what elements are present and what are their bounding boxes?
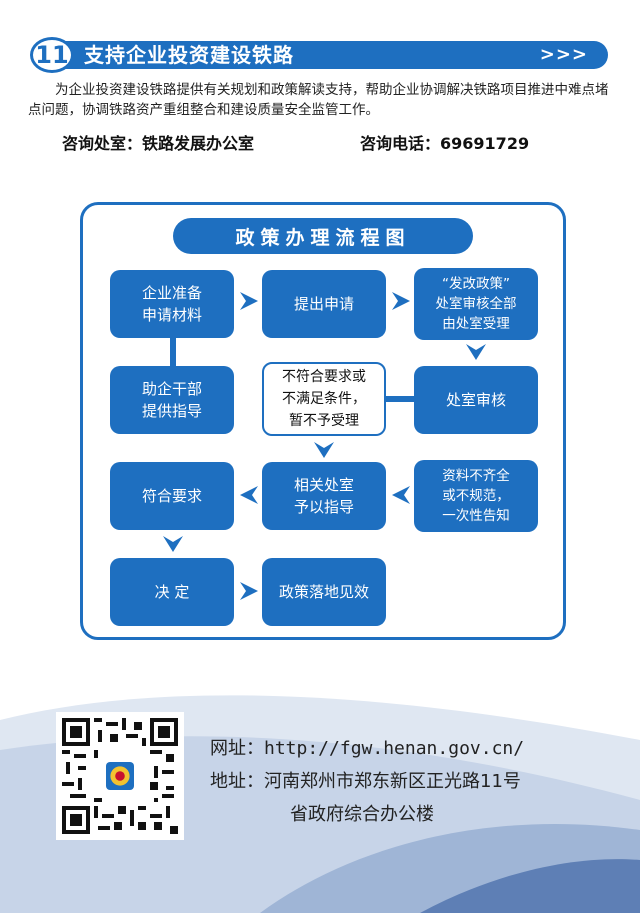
section-title: 支持企业投资建设铁路 (84, 43, 294, 67)
footer-url-label: 网址： (210, 738, 264, 759)
connector-reject-review (384, 396, 416, 402)
section-description: 为企业投资建设铁路提供有关规划和政策解读支持，帮助企业协调解决铁路项目推进中难点… (28, 82, 609, 118)
flow-step-decide: 决 定 (110, 558, 234, 626)
footer-url: 网址：http://fgw.henan.gov.cn/ (210, 734, 524, 760)
footer-address-line1: 河南郑州市郑东新区正光路11号 (264, 771, 521, 792)
flow-step-incomplete: 资料不齐全 或不规范， 一次性告知 (414, 460, 538, 532)
flow-step-submit: 提出申请 (262, 270, 386, 338)
qr-code-icon (62, 718, 178, 834)
flow-step-prepare: 企业准备 申请材料 (110, 270, 234, 338)
contact-office: 咨询处室：铁路发展办公室 (62, 130, 254, 154)
flow-step-review: 处室审核 (414, 366, 538, 434)
footer-url-link[interactable]: http://fgw.henan.gov.cn/ (264, 738, 525, 759)
chevron-down-icon (466, 344, 486, 360)
flow-step-guide: 相关处室 予以指导 (262, 462, 386, 530)
flow-step-qualify: 符合要求 (110, 462, 234, 530)
chevron-right-icon (392, 292, 410, 310)
contact-phone: 咨询电话：69691729 (360, 130, 529, 154)
chevron-right-icon: >>> (539, 44, 588, 65)
contact-phone-label: 咨询电话： (360, 134, 441, 153)
footer-address-label: 地址： (210, 771, 264, 792)
contact-office-value: 铁路发展办公室 (142, 134, 255, 153)
chevron-right-icon (240, 292, 258, 310)
footer-address: 地址：河南郑州市郑东新区正光路11号 (210, 767, 521, 793)
chevron-down-icon (314, 442, 334, 458)
chevron-left-icon (392, 486, 410, 504)
flow-step-effect: 政策落地见效 (262, 558, 386, 626)
qr-code (56, 712, 184, 840)
chevron-down-icon (163, 536, 183, 552)
footer-address-line2: 省政府综合办公楼 (290, 804, 434, 825)
flow-step-accept: “发改政策” 处室审核全部 由处室受理 (414, 268, 538, 340)
contact-phone-value: 69691729 (440, 134, 530, 153)
banner-bar (52, 41, 608, 69)
chevron-right-icon (240, 582, 258, 600)
flowchart-title: 政策办理流程图 (173, 218, 473, 254)
section-banner: 11 支持企业投资建设铁路 >>> (30, 37, 610, 73)
connector-prepare-assist (170, 336, 176, 368)
flow-step-assist: 助企干部 提供指导 (110, 366, 234, 434)
section-number: 11 (30, 37, 74, 73)
contact-office-label: 咨询处室： (62, 134, 143, 153)
chevron-left-icon (240, 486, 258, 504)
flow-step-reject: 不符合要求或 不满足条件， 暂不予受理 (262, 362, 386, 436)
